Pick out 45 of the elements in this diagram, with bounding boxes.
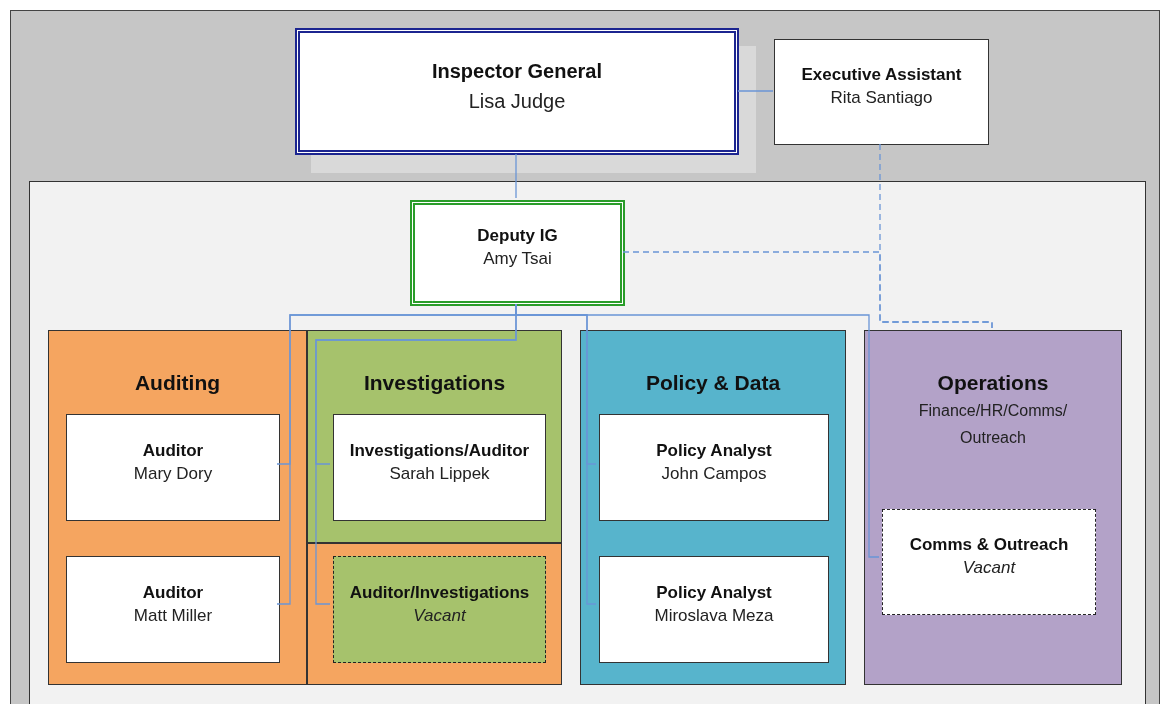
department-panel	[580, 330, 846, 685]
position-box	[410, 200, 625, 306]
chart-frame	[10, 10, 1160, 704]
position-box	[66, 414, 280, 521]
subunit-panel	[307, 543, 562, 685]
person-name: Matt Miller	[133, 604, 213, 627]
position-box	[333, 556, 546, 663]
department-panel	[864, 330, 1122, 685]
person-name: Amy Tsai	[483, 248, 552, 270]
position-box	[882, 509, 1096, 615]
position-box	[295, 28, 739, 155]
person-name: Mary Dory	[133, 462, 213, 485]
position-box	[333, 414, 546, 521]
department-heading: Policy & Data	[645, 370, 781, 396]
position-box	[66, 556, 280, 663]
person-name: Sarah Lippek	[389, 462, 490, 485]
department-panel	[307, 330, 562, 543]
department-heading: Investigations	[363, 370, 506, 396]
person-name: John Campos	[661, 462, 767, 485]
department-heading: Operations	[937, 370, 1049, 396]
person-name: Rita Santiago	[830, 87, 933, 109]
connector-line	[622, 251, 993, 329]
department-heading: Auditing	[134, 370, 221, 396]
role-title: Policy Analyst	[656, 581, 772, 604]
role-title: Deputy IG	[477, 225, 558, 247]
position-box	[774, 39, 989, 145]
position-box	[599, 414, 829, 521]
role-title: Auditor	[142, 439, 204, 462]
department-panel	[48, 330, 307, 685]
role-title: Investigations/Auditor	[349, 439, 530, 462]
org-panel	[29, 181, 1146, 704]
connector-line	[737, 90, 774, 92]
role-title: Auditor	[142, 581, 204, 604]
role-title: Policy Analyst	[656, 439, 772, 462]
department-functions: Finance/HR/Comms/ Outreach	[917, 401, 1069, 448]
role-title: Inspector General	[431, 58, 603, 84]
role-title: Auditor/Investigations	[349, 581, 530, 604]
position-box	[599, 556, 829, 663]
person-name: Vacant	[962, 557, 1016, 579]
person-name: Miroslava Meza	[654, 604, 774, 627]
role-title: Executive Assistant	[801, 64, 962, 86]
person-name: Vacant	[413, 604, 466, 627]
connector-line	[515, 153, 517, 199]
person-name: Lisa Judge	[468, 88, 566, 114]
role-title: Comms & Outreach	[909, 534, 1069, 556]
